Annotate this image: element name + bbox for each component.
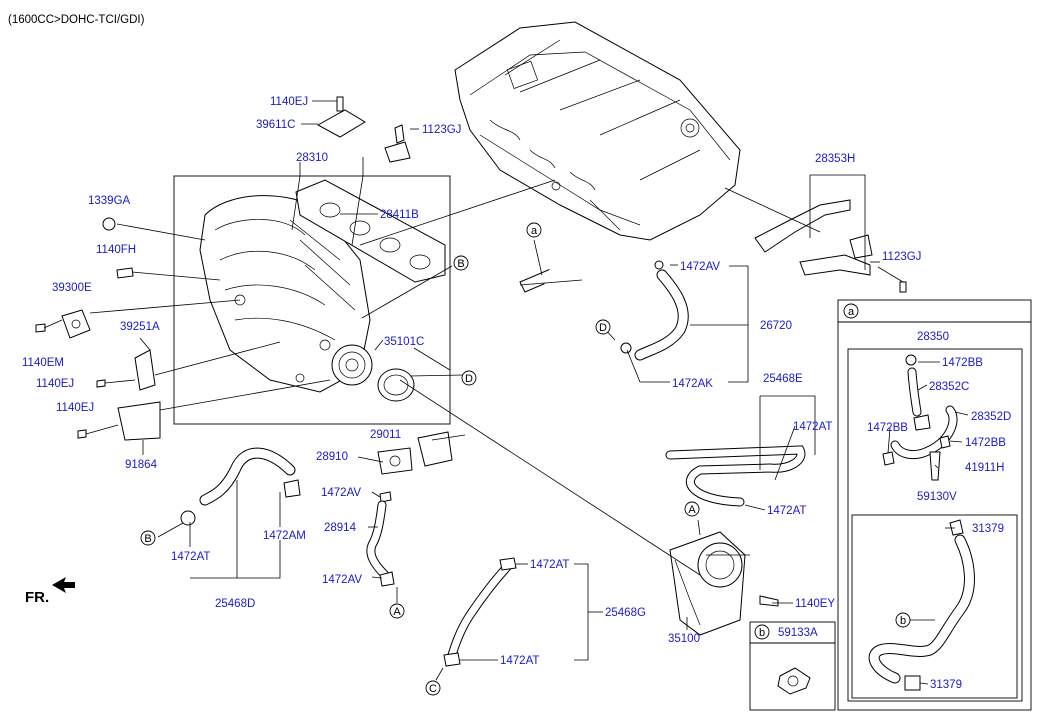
part-28411b[interactable]: 28411B xyxy=(380,209,419,221)
callout-d-mid[interactable]: D xyxy=(595,319,611,335)
callout-c-bottom[interactable]: C xyxy=(425,680,441,696)
part-1140fh[interactable]: 1140FH xyxy=(96,244,136,256)
callout-a-top[interactable]: a xyxy=(526,222,542,238)
part-1123gj-right[interactable]: 1123GJ xyxy=(882,251,921,263)
engine-spec-title: (1600CC>DOHC-TCI/GDI) xyxy=(8,14,145,26)
svg-text:A: A xyxy=(393,606,401,618)
part-1472av-mid[interactable]: 1472AV xyxy=(321,487,361,499)
part-1472av-low[interactable]: 1472AV xyxy=(322,574,362,586)
part-28352d[interactable]: 28352D xyxy=(971,411,1011,423)
callout-box-b[interactable]: b xyxy=(754,624,770,640)
part-28910[interactable]: 28910 xyxy=(316,451,348,463)
part-28352c[interactable]: 28352C xyxy=(929,381,969,393)
pcv-valve-drawing xyxy=(366,431,453,587)
intake-manifold-box xyxy=(173,175,451,425)
svg-text:C: C xyxy=(429,683,437,695)
callout-box-a[interactable]: a xyxy=(843,303,859,319)
leader-lines xyxy=(43,100,904,682)
part-1472av-top[interactable]: 1472AV xyxy=(680,261,720,273)
part-1472bb-3[interactable]: 1472BB xyxy=(965,437,1006,449)
part-31379-1[interactable]: 31379 xyxy=(972,523,1004,535)
svg-text:D: D xyxy=(465,373,473,385)
intake-manifold-drawing xyxy=(199,195,373,393)
detail-a-hoses xyxy=(868,354,975,691)
part-29011[interactable]: 29011 xyxy=(370,429,401,441)
part-1472ak[interactable]: 1472AK xyxy=(672,378,713,390)
part-1123gj-top[interactable]: 1123GJ xyxy=(422,124,461,136)
callout-d-right[interactable]: D xyxy=(461,370,477,386)
part-25468e[interactable]: 25468E xyxy=(763,373,803,385)
svg-text:B: B xyxy=(457,258,464,270)
part-1472at-e2[interactable]: 1472AT xyxy=(767,505,806,517)
callout-b-left[interactable]: B xyxy=(140,530,156,546)
detail-box-28350 xyxy=(847,348,1023,702)
part-25468d[interactable]: 25468D xyxy=(215,598,255,610)
bracket-28353h-drawing xyxy=(754,199,907,293)
svg-text:b: b xyxy=(900,615,906,627)
part-91864[interactable]: 91864 xyxy=(125,459,158,471)
part-1472at-d[interactable]: 1472AT xyxy=(171,551,210,563)
front-label: FR. xyxy=(25,589,49,606)
part-39611c[interactable]: 39611C xyxy=(256,119,295,131)
svg-text:D: D xyxy=(599,322,607,334)
part-28310[interactable]: 28310 xyxy=(296,152,328,164)
part-59130v[interactable]: 59130V xyxy=(917,491,957,503)
part-28914[interactable]: 28914 xyxy=(324,522,357,534)
svg-text:B: B xyxy=(144,533,151,545)
part-1140em[interactable]: 1140EM xyxy=(22,357,64,369)
part-1472bb-2[interactable]: 1472BB xyxy=(867,422,908,434)
part-26720[interactable]: 26720 xyxy=(760,320,792,332)
manifold-gasket-drawing xyxy=(295,179,446,283)
check-valve-drawing xyxy=(777,667,811,695)
front-direction-arrow xyxy=(52,577,75,593)
throttle-gasket-ring xyxy=(377,368,415,402)
callout-a-low[interactable]: A xyxy=(684,501,700,517)
part-1472bb-1[interactable]: 1472BB xyxy=(942,357,983,369)
part-1140ej-top[interactable]: 1140EJ xyxy=(270,96,308,108)
callout-b-top[interactable]: B xyxy=(453,255,469,271)
part-59133a[interactable]: 59133A xyxy=(778,627,818,639)
detail-box-a xyxy=(837,299,1032,711)
part-1472at-e1[interactable]: 1472AT xyxy=(793,421,832,433)
bracket-39611c-drawing xyxy=(316,96,411,163)
part-35101c[interactable]: 35101C xyxy=(384,336,424,348)
part-28353h[interactable]: 28353H xyxy=(815,153,855,165)
part-35100[interactable]: 35100 xyxy=(668,633,700,645)
part-28350[interactable]: 28350 xyxy=(917,331,949,343)
part-1140ey[interactable]: 1140EY xyxy=(795,598,835,610)
callout-a-bottom[interactable]: A xyxy=(389,603,405,619)
part-39251a[interactable]: 39251A xyxy=(120,321,160,333)
part-1472at-g2[interactable]: 1472AT xyxy=(500,655,539,667)
detail-box-b xyxy=(749,621,836,711)
part-39300e[interactable]: 39300E xyxy=(52,282,92,294)
svg-text:A: A xyxy=(688,504,696,516)
hoses-drawing xyxy=(180,211,806,667)
part-1140ej-low[interactable]: 1140EJ xyxy=(56,402,94,414)
part-41911h[interactable]: 41911H xyxy=(965,462,1004,474)
svg-text:a: a xyxy=(531,225,538,237)
left-sensors-drawing xyxy=(35,217,161,441)
part-1472at-g1[interactable]: 1472AT xyxy=(530,559,569,571)
part-1140ej-mid[interactable]: 1140EJ xyxy=(36,378,74,390)
detail-box-59130v xyxy=(851,514,1018,699)
part-1472am[interactable]: 1472AM xyxy=(263,530,306,542)
part-25468g[interactable]: 25468G xyxy=(605,607,646,619)
svg-text:a: a xyxy=(848,306,855,318)
part-1339ga[interactable]: 1339GA xyxy=(88,195,131,207)
part-31379-2[interactable]: 31379 xyxy=(930,679,962,691)
throttle-body-drawing xyxy=(669,531,779,636)
callout-inner-b[interactable]: b xyxy=(895,612,911,628)
svg-text:b: b xyxy=(759,627,765,639)
cylinder-head-drawing xyxy=(454,21,741,241)
